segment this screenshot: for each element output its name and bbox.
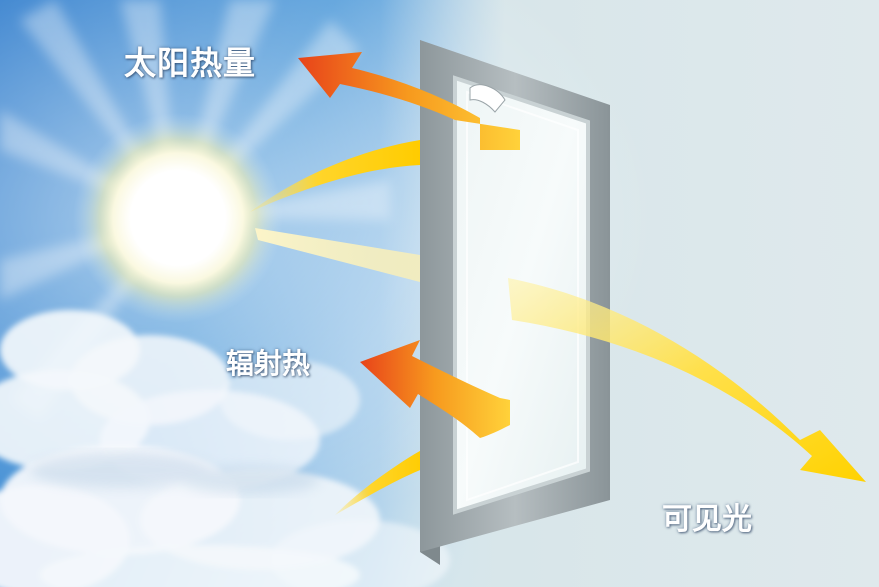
reflected-solar-arrow bbox=[298, 52, 520, 150]
visible-light-arrow bbox=[508, 278, 866, 482]
sun-icon bbox=[73, 113, 283, 323]
solar-heat-label: 太阳热量 bbox=[124, 44, 257, 82]
radiant-heat-label: 辐射热 bbox=[226, 347, 311, 380]
window-glass-edge bbox=[466, 90, 579, 502]
incoming-arrow-lower bbox=[335, 448, 425, 515]
incoming-arrow-upper bbox=[250, 140, 420, 212]
reflected-radiant-arrow bbox=[360, 340, 510, 438]
film-peel-corner bbox=[469, 84, 506, 113]
light-beam bbox=[255, 228, 420, 282]
cloud-shadows bbox=[30, 452, 320, 494]
window-inner-bevel bbox=[453, 75, 590, 515]
visible-light-label: 可见光 bbox=[662, 502, 752, 537]
